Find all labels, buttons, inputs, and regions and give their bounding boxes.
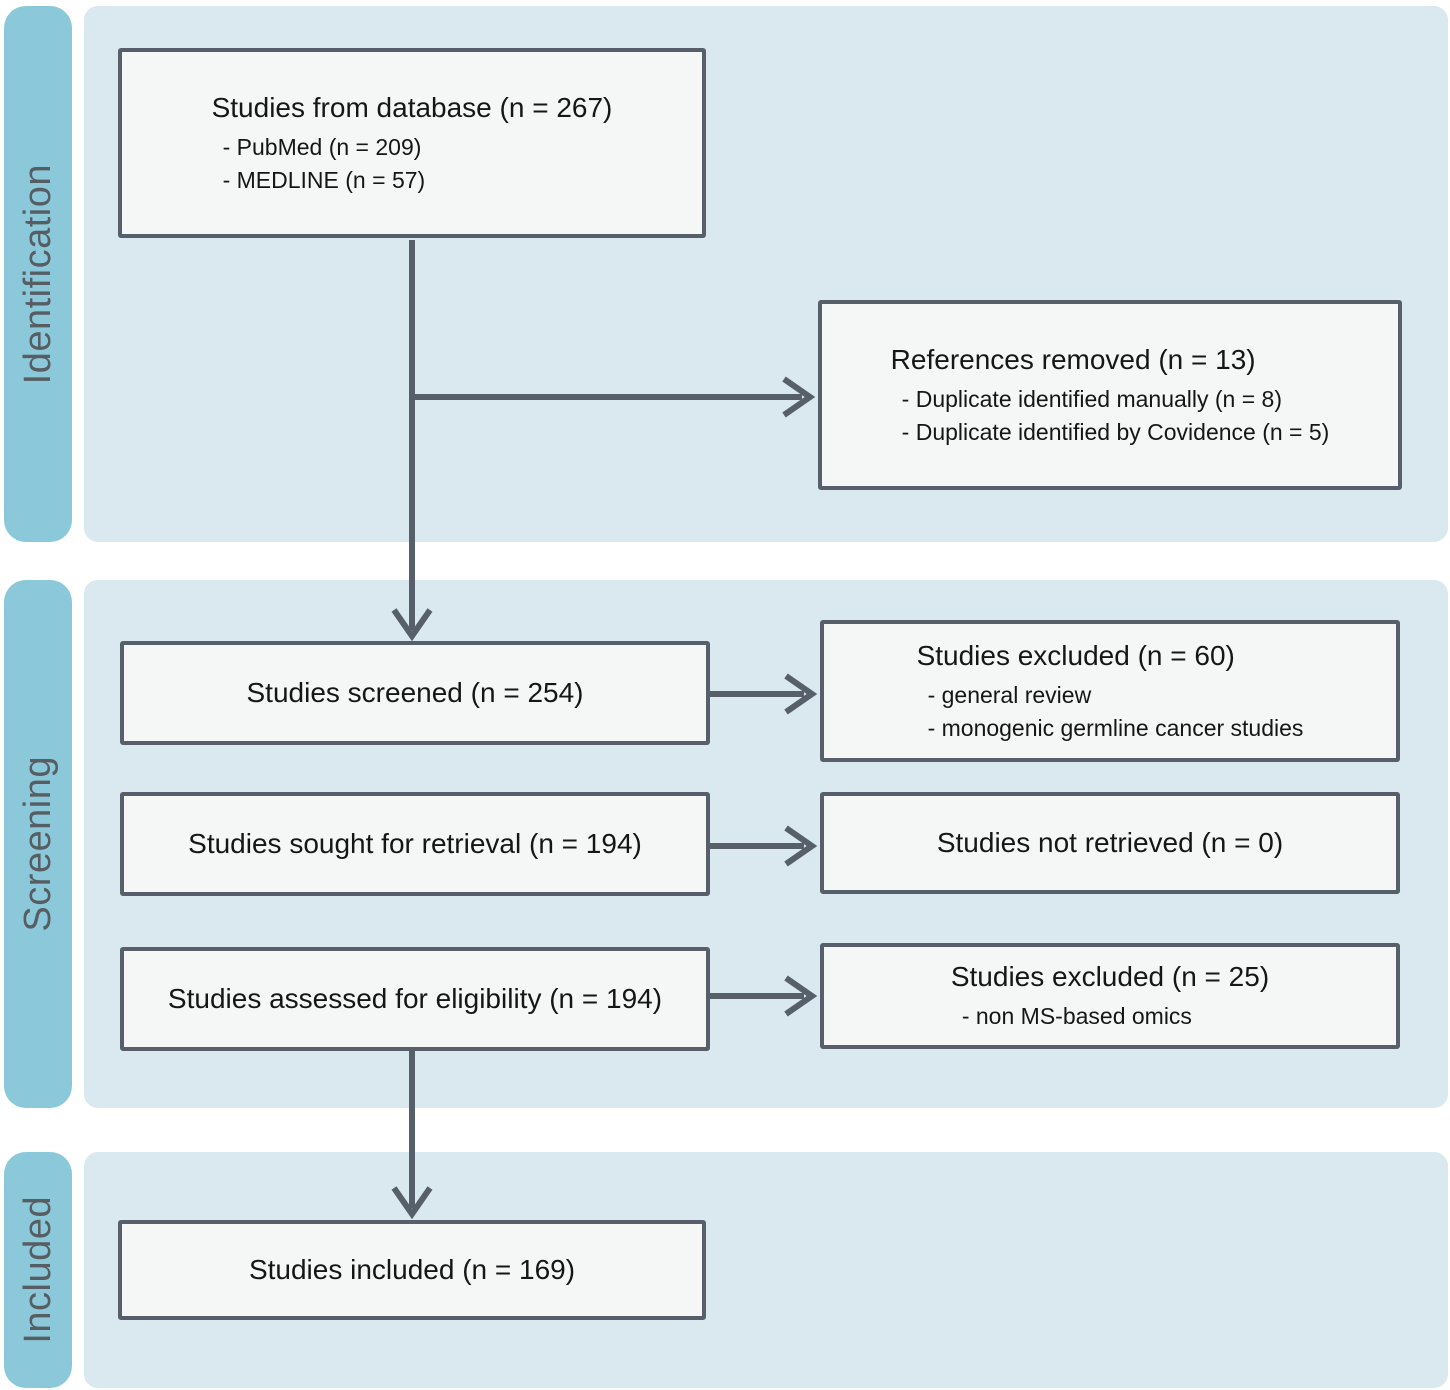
box-title: Studies screened (n = 254): [246, 677, 584, 709]
box-studies-sought-retrieval: Studies sought for retrieval (n = 194): [120, 792, 710, 896]
box-content: References removed (n = 13) - Duplicate …: [891, 341, 1330, 449]
bullet-item: - monogenic germline cancer studies: [927, 714, 1304, 741]
box-bullets: - general review - monogenic germline ca…: [917, 679, 1304, 746]
box-title: Studies from database (n = 267): [211, 91, 613, 123]
bullet-item: - non MS-based omics: [961, 1003, 1192, 1030]
phase-tab-identification: Identification: [4, 6, 72, 542]
box-studies-included: Studies included (n = 169): [118, 1220, 706, 1320]
box-bullets: - PubMed (n = 209) - MEDLINE (n = 57): [212, 131, 613, 198]
box-title: Studies not retrieved (n = 0): [936, 827, 1284, 859]
bullet-item: - general review: [927, 681, 1092, 708]
box-studies-from-database: Studies from database (n = 267) - PubMed…: [118, 48, 706, 238]
box-bullets: - Duplicate identified manually (n = 8) …: [891, 383, 1330, 450]
phase-label-included: Included: [16, 1196, 59, 1344]
box-content: Studies not retrieved (n = 0): [937, 824, 1283, 862]
box-content: Studies screened (n = 254): [247, 674, 584, 712]
box-content: Studies from database (n = 267) - PubMed…: [212, 89, 613, 197]
box-title: Studies assessed for eligibility (n = 19…: [167, 983, 663, 1015]
box-studies-not-retrieved: Studies not retrieved (n = 0): [820, 792, 1400, 894]
phase-tab-included: Included: [4, 1152, 72, 1388]
bullet-item: - MEDLINE (n = 57): [222, 166, 426, 193]
box-studies-screened: Studies screened (n = 254): [120, 641, 710, 745]
box-content: Studies included (n = 169): [249, 1251, 575, 1289]
phase-label-screening: Screening: [16, 756, 59, 932]
bullet-item: - Duplicate identified by Covidence (n =…: [901, 418, 1330, 445]
box-content: Studies excluded (n = 60) - general revi…: [917, 637, 1304, 745]
box-studies-excluded-screening: Studies excluded (n = 60) - general revi…: [820, 620, 1400, 762]
box-title: Studies excluded (n = 25): [950, 961, 1270, 993]
box-content: Studies sought for retrieval (n = 194): [188, 825, 642, 863]
bullet-item: - PubMed (n = 209): [222, 133, 422, 160]
box-studies-excluded-eligibility: Studies excluded (n = 25) - non MS-based…: [820, 943, 1400, 1049]
box-content: Studies excluded (n = 25) - non MS-based…: [951, 958, 1269, 1033]
box-title: Studies excluded (n = 60): [916, 639, 1235, 671]
phase-tab-screening: Screening: [4, 580, 72, 1108]
box-title: References removed (n = 13): [890, 343, 1256, 375]
box-content: Studies assessed for eligibility (n = 19…: [168, 980, 662, 1018]
box-studies-assessed-eligibility: Studies assessed for eligibility (n = 19…: [120, 947, 710, 1051]
bullet-item: - Duplicate identified manually (n = 8): [901, 385, 1283, 412]
box-title: Studies included (n = 169): [248, 1254, 576, 1286]
box-title: Studies sought for retrieval (n = 194): [188, 828, 642, 860]
phase-label-identification: Identification: [16, 163, 59, 385]
box-bullets: - non MS-based omics: [951, 1000, 1269, 1033]
box-references-removed: References removed (n = 13) - Duplicate …: [818, 300, 1402, 490]
